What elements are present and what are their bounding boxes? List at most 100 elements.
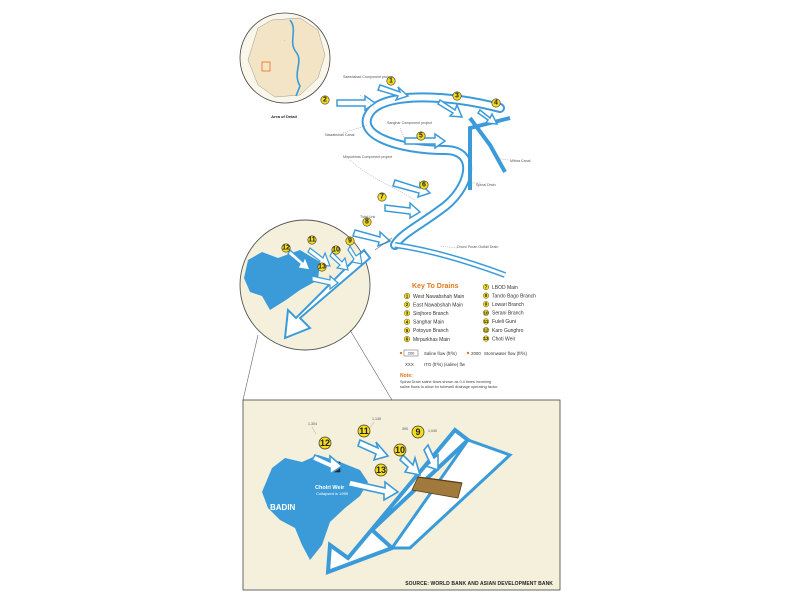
callout-nawabshah: Nawabshah Canal — [325, 133, 355, 137]
key-label: West Nawabshah Main — [413, 294, 465, 300]
key-marker — [404, 310, 411, 317]
callout-saeedabad: Saeedabad Component project — [343, 75, 393, 79]
key-marker — [483, 292, 490, 299]
marker-3: 3 — [452, 91, 462, 101]
key-marker — [404, 301, 411, 308]
zoom-circle: 12 11 10 9 13 — [239, 219, 372, 351]
callout-sanghar: Sanghar Component project — [387, 121, 432, 125]
key-number: 8 — [485, 293, 488, 298]
svg-text:10: 10 — [332, 247, 340, 254]
marker-1: 1 — [386, 76, 396, 86]
channel-ribbon-blue — [361, 92, 505, 250]
key-marker — [483, 309, 490, 316]
key-number: 12 — [483, 328, 489, 333]
channel-ribbon-white — [363, 94, 503, 248]
key-number: 4 — [406, 319, 409, 324]
key-title: Key To Drains — [412, 283, 459, 290]
svg-text:Stormwater flow (ft³/s): Stormwater flow (ft³/s) — [484, 351, 527, 356]
svg-text:Saline flow (ft³/s): Saline flow (ft³/s) — [424, 351, 457, 356]
svg-text:11: 11 — [359, 426, 369, 436]
svg-text:12: 12 — [282, 245, 290, 252]
key-label: Serani Branch — [492, 311, 524, 317]
marker-2: 2 — [320, 95, 330, 105]
svg-text:ITO (ft³/s) (saline) flw: ITO (ft³/s) (saline) flw — [424, 362, 466, 367]
svg-text:2: 2 — [323, 97, 327, 104]
key-label: Lowari Branch — [492, 302, 524, 308]
marker-detail-10: 10 — [393, 443, 407, 457]
svg-text:10: 10 — [395, 445, 405, 455]
marker-circle-9: 9 — [345, 236, 355, 246]
callout-mithra: Mithra Canal — [510, 159, 531, 163]
inflow-arrow-5 — [404, 132, 447, 150]
svg-text:5: 5 — [419, 133, 423, 140]
key-number: 13 — [483, 336, 489, 341]
flow-9: 1,040 — [428, 429, 437, 433]
key-number: 7 — [485, 285, 488, 290]
marker-circle-10: 10 — [331, 245, 341, 255]
callouts: Saeedabad Component project Sanghar Comp… — [325, 75, 531, 249]
callout-spinal: Spinal Drain — [476, 183, 496, 187]
svg-text:4: 4 — [494, 100, 498, 107]
main-channel-upper — [361, 92, 511, 278]
svg-text:9: 9 — [348, 238, 352, 245]
inflow-arrow-4 — [476, 108, 499, 125]
zoom-connectors — [242, 237, 393, 401]
marker-circle-11: 11 — [307, 235, 317, 245]
svg-text:8: 8 — [365, 219, 369, 226]
inflow-arrow-7 — [384, 201, 422, 220]
key-label: Sinjhoro Branch — [413, 311, 449, 317]
legend-storm: 2000 Stormwater flow (ft³/s) — [466, 351, 527, 356]
marker-6: 6 — [419, 180, 429, 190]
key-marker — [404, 318, 411, 325]
marker-detail-12: 12 — [318, 436, 332, 450]
svg-text:12: 12 — [320, 438, 330, 448]
inflow-arrow-1 — [336, 94, 377, 112]
marker-detail-11: 11 — [357, 424, 371, 438]
key-label: Karo Gunghro — [492, 328, 524, 334]
marker-7: 7 — [377, 192, 387, 202]
callout-dhoro: Dhoro Puran Outfall Drain — [457, 245, 498, 249]
key-marker — [483, 327, 490, 334]
inset-map-region — [247, 17, 326, 98]
marker-circle-13: 13 — [317, 262, 327, 272]
svg-text:6: 6 — [422, 182, 426, 189]
svg-text:1: 1 — [389, 78, 393, 85]
callout-leaders — [342, 94, 509, 249]
svg-text:9: 9 — [415, 427, 420, 437]
key-label: LBOD Main — [492, 285, 518, 291]
svg-text:·: · — [284, 38, 285, 43]
key-number: 5 — [406, 328, 409, 333]
marker-circle-12: 12 — [281, 243, 291, 253]
inflow-arrow-2 — [376, 84, 410, 102]
key-label: Potoyun Branch — [413, 328, 449, 334]
weir-label: Cholri Weir — [315, 485, 345, 491]
key-number: 11 — [484, 319, 489, 324]
key-marker — [483, 335, 490, 342]
source-credit: SOURCE: WORLD BANK AND ASIAN DEVELOPMENT… — [405, 581, 553, 587]
key-marker — [404, 293, 411, 300]
detail-panel: 12 11 10 9 13 1,304 1,145 390 1,040 BADI… — [242, 399, 561, 591]
note-line-1: Spinal Drain saline flows shown as 0.4 t… — [400, 380, 491, 384]
key-label: East Nawabshah Main — [413, 302, 463, 308]
channel-spinal — [468, 116, 511, 190]
inflow-arrow-3 — [437, 98, 464, 118]
badin-label: BADIN — [270, 503, 296, 512]
callout-tidal: Tidal Link — [360, 215, 375, 219]
detail-lake — [262, 455, 368, 560]
flow-11: 1,145 — [372, 417, 381, 421]
svg-text:200: 200 — [408, 351, 415, 356]
legend-ito: XXX ITO (ft³/s) (saline) flw — [405, 362, 466, 367]
key-number: 6 — [406, 337, 409, 342]
key-label: Mirpurkhas Main — [413, 337, 450, 343]
